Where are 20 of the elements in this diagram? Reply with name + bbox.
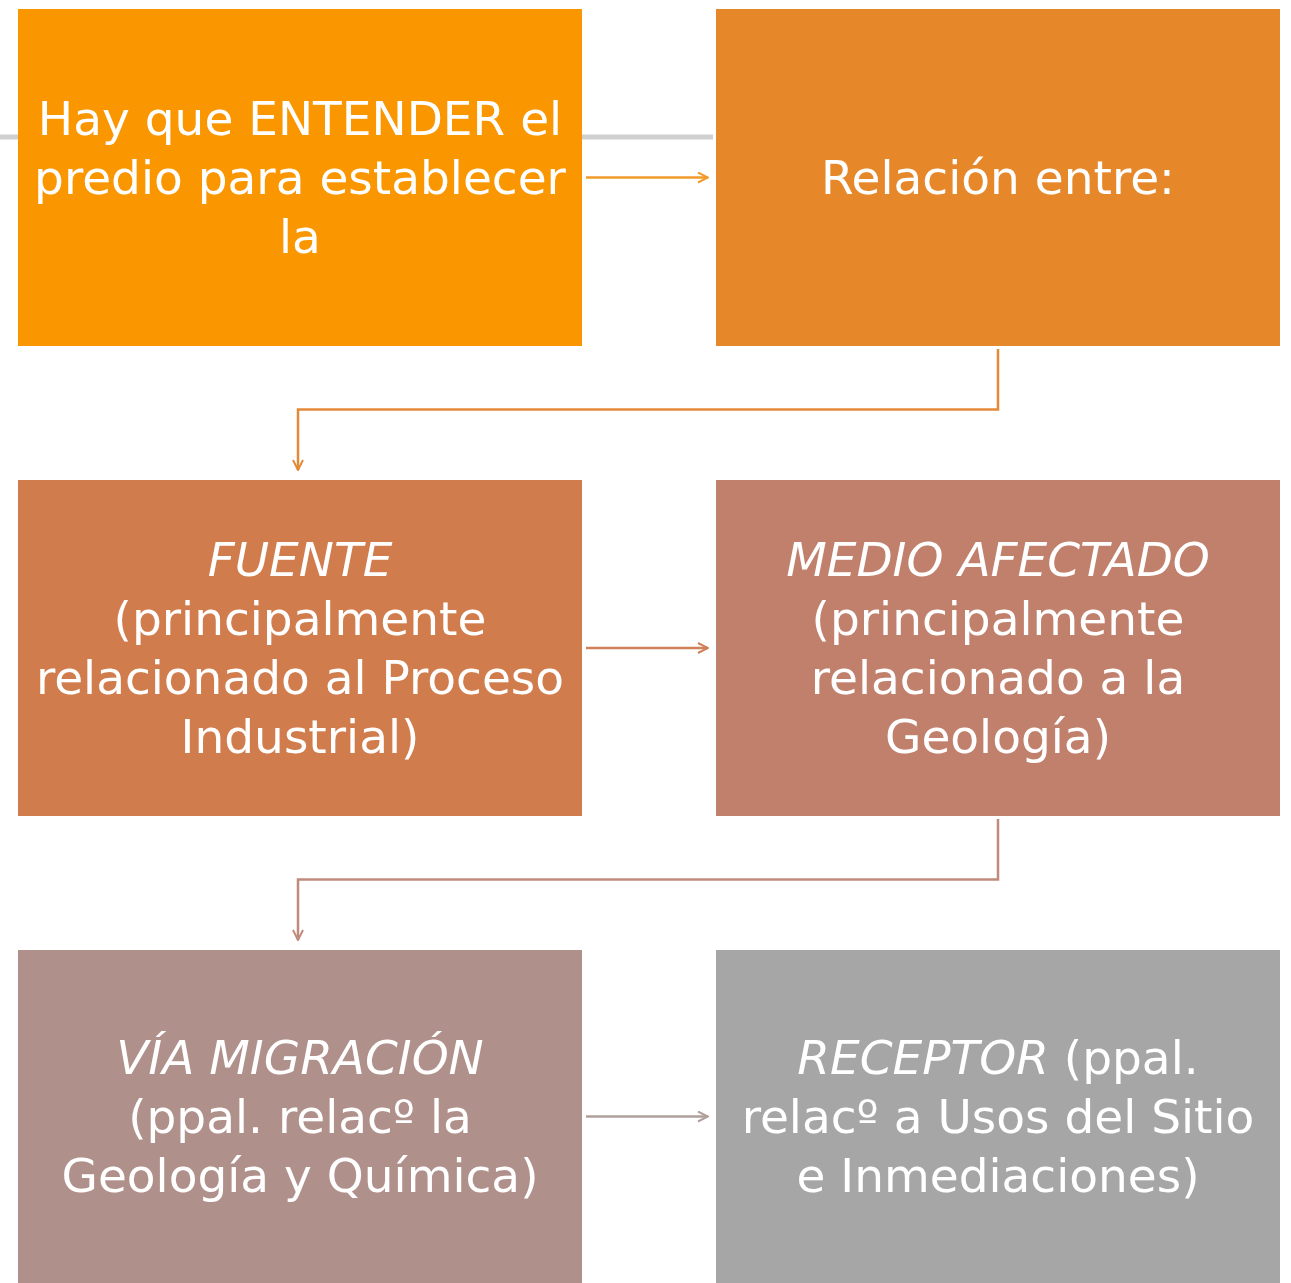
box-text: (principalmente relacionado a la Geología) xyxy=(809,590,1187,766)
box-text: (ppal. relacº la Geología y Química) xyxy=(60,1088,540,1205)
box-text: (principalmente relacionado al Proceso Industrial) xyxy=(34,590,566,766)
arrow xyxy=(292,349,1000,471)
box-text: Hay que ENTENDER el predio para establecer la xyxy=(33,90,567,266)
process-box xyxy=(18,950,582,1283)
box-text: Relación entre: xyxy=(820,149,1176,207)
process-box xyxy=(716,9,1280,346)
process-box xyxy=(716,950,1280,1283)
process-box xyxy=(18,480,582,816)
process-box xyxy=(18,9,582,346)
box-heading: VÍA MIGRACIÓN xyxy=(115,1029,485,1087)
arrow xyxy=(586,642,709,654)
arrow xyxy=(586,1110,709,1123)
box-heading: FUENTE xyxy=(206,531,394,589)
box-text: RECEPTOR (ppal. relacº a Usos del Sitio e Inmediaciones) xyxy=(740,1029,1256,1205)
box-heading: MEDIO AFECTADO xyxy=(785,531,1211,589)
arrow xyxy=(586,171,709,184)
arrow xyxy=(292,819,1000,941)
process-box xyxy=(716,480,1280,816)
